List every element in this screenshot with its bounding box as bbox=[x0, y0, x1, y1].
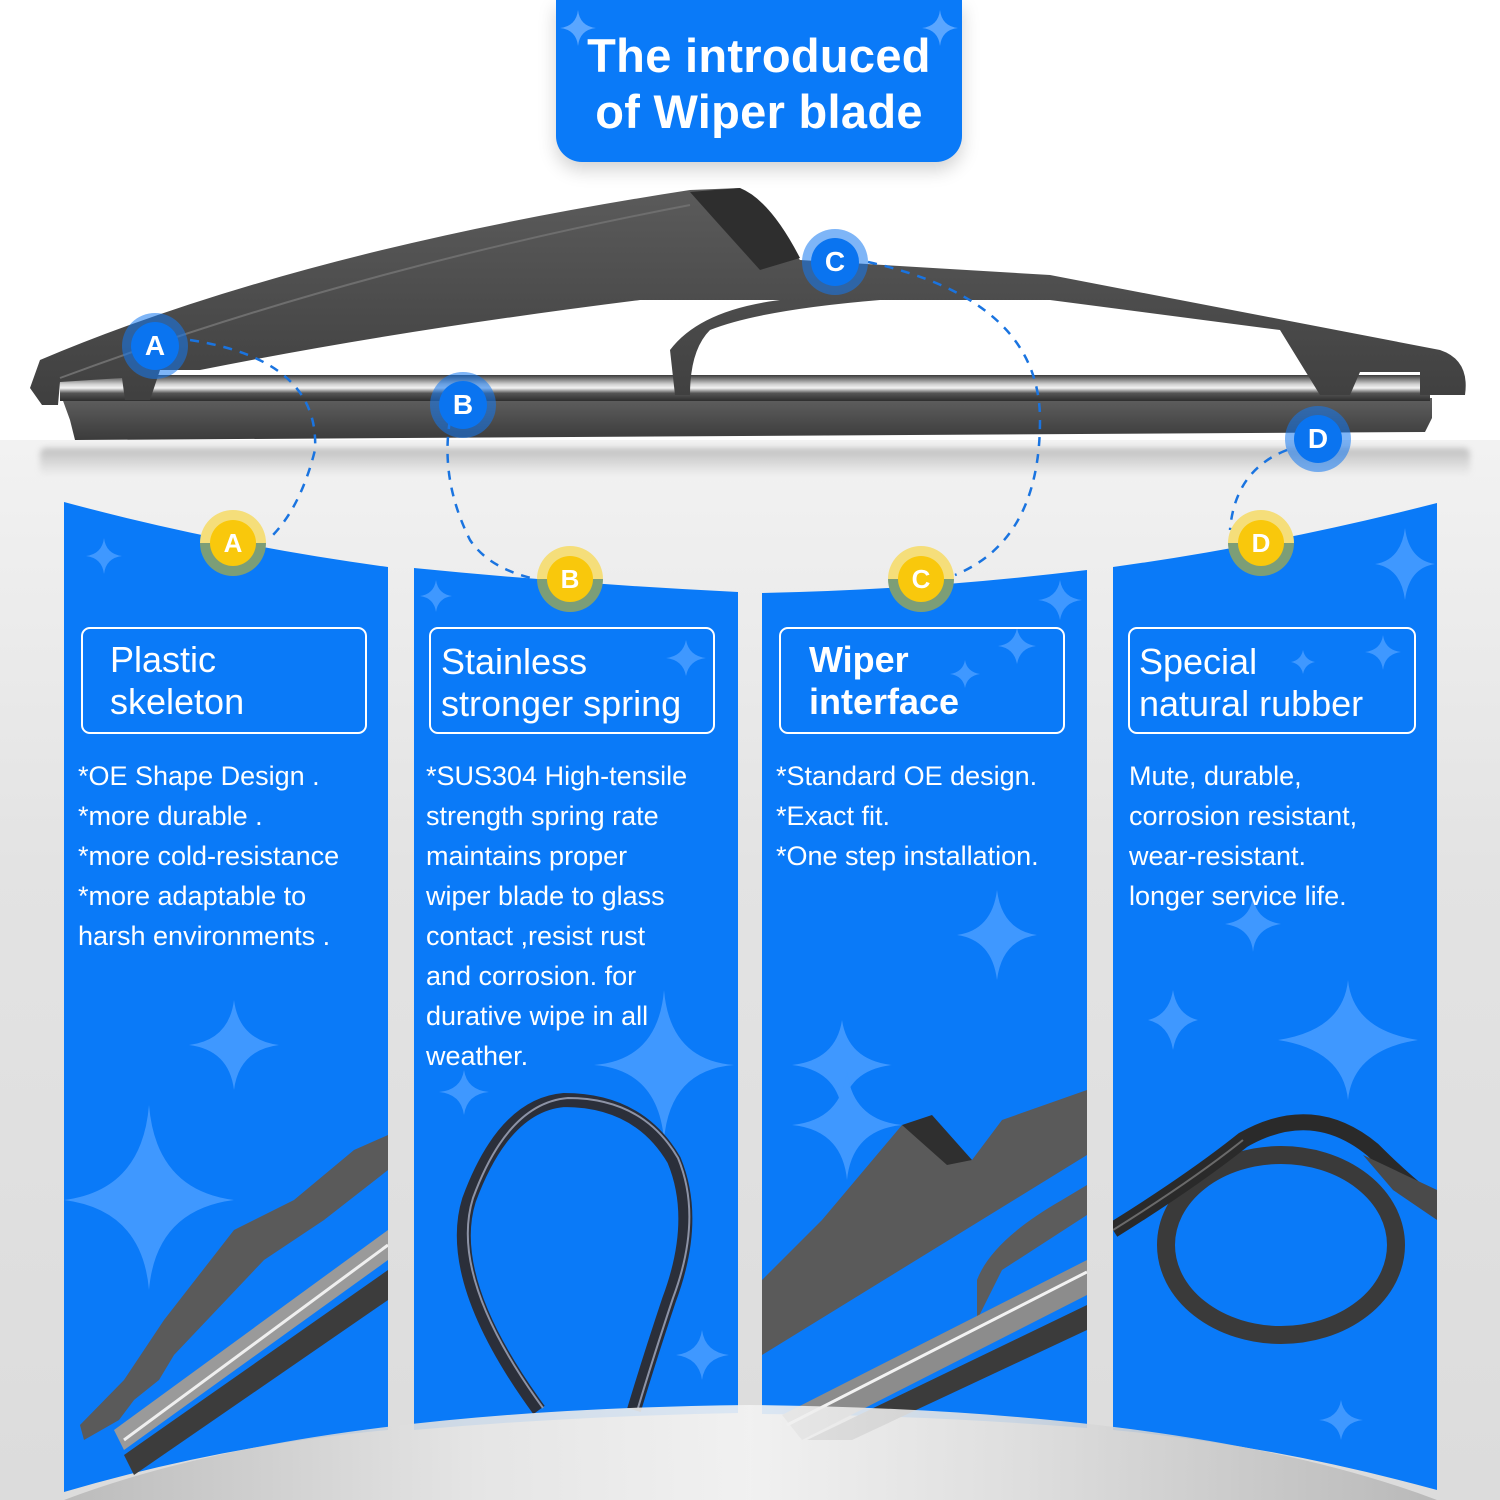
marker-label: B bbox=[547, 556, 593, 602]
panel-marker-d: D bbox=[1228, 510, 1294, 576]
marker-label: D bbox=[1238, 520, 1284, 566]
feature-panel-d: Special natural rubber Mute, durable, co… bbox=[1113, 500, 1437, 1495]
description-line: weather. bbox=[426, 1041, 529, 1071]
feature-title-line-1: Stainless bbox=[441, 641, 588, 682]
blade-marker-b: B bbox=[430, 372, 496, 438]
spring-loop-image bbox=[456, 1092, 693, 1415]
marker-label: B bbox=[439, 381, 487, 429]
feature-description: *Standard OE design. *Exact fit. *One st… bbox=[776, 756, 1039, 876]
marker-label: A bbox=[210, 520, 256, 566]
panel-marker-a: A bbox=[200, 510, 266, 576]
blade-closeup-image bbox=[80, 1135, 388, 1440]
sparkle-icon bbox=[560, 10, 596, 46]
rubber-knot-image bbox=[1157, 1146, 1405, 1344]
feature-title-box: Stainless stronger spring bbox=[429, 627, 715, 734]
panel-background bbox=[1113, 503, 1437, 1490]
feature-title-line-1: Plastic bbox=[110, 639, 217, 680]
description-line: *Standard OE design. bbox=[776, 761, 1038, 791]
header-badge: The introduced of Wiper blade bbox=[556, 0, 962, 162]
feature-title-line-1: Wiper bbox=[809, 639, 909, 680]
description-line: *OE Shape Design . bbox=[78, 761, 320, 791]
page-title-line-2: of Wiper blade bbox=[595, 85, 923, 138]
description-line: maintains proper bbox=[426, 841, 628, 871]
description-line: contact ,resist rust bbox=[426, 921, 646, 951]
blade-marker-a: A bbox=[122, 313, 188, 379]
feature-description: *SUS304 High-tensile strength spring rat… bbox=[426, 756, 687, 1076]
marker-label: D bbox=[1294, 415, 1342, 463]
feature-panel-c: Wiper interface *Standard OE design. *Ex… bbox=[762, 560, 1087, 1440]
description-line: wiper blade to glass bbox=[426, 881, 665, 911]
description-line: *One step installation. bbox=[776, 841, 1039, 871]
description-line: *SUS304 High-tensile bbox=[426, 761, 688, 791]
feature-title-line-1: Special bbox=[1139, 641, 1258, 682]
interface-closeup-image bbox=[762, 1090, 1087, 1355]
page-title-line-1: The introduced bbox=[587, 29, 931, 82]
wiper-blade-image bbox=[30, 188, 1466, 440]
feature-panel-a: Plastic skeleton *OE Shape Design . *mor… bbox=[64, 500, 388, 1495]
marker-label: A bbox=[131, 322, 179, 370]
marker-label: C bbox=[898, 556, 944, 602]
panel-marker-c: C bbox=[888, 546, 954, 612]
blade-marker-d: D bbox=[1285, 406, 1351, 472]
feature-title-box: Plastic skeleton bbox=[81, 627, 367, 734]
description-line: *more adaptable to bbox=[78, 881, 307, 911]
description-line: and corrosion. for bbox=[426, 961, 637, 991]
feature-panel-b: Stainless stronger spring *SUS304 High-t… bbox=[414, 560, 738, 1440]
feature-title-line-2: stronger spring bbox=[441, 683, 682, 724]
feature-title-line-2: interface bbox=[809, 681, 960, 722]
feature-title-box: Special natural rubber bbox=[1128, 627, 1416, 734]
description-line: wear-resistant. bbox=[1129, 841, 1307, 871]
description-line: corrosion resistant, bbox=[1129, 801, 1358, 831]
feature-title-line-2: skeleton bbox=[110, 681, 245, 722]
marker-label: C bbox=[811, 238, 859, 286]
description-line: harsh environments . bbox=[78, 921, 331, 951]
description-line: durative wipe in all bbox=[426, 1001, 649, 1031]
sparkle-icon bbox=[922, 10, 958, 46]
feature-description: *OE Shape Design . *more durable . *more… bbox=[78, 756, 339, 956]
description-line: *Exact fit. bbox=[776, 801, 891, 831]
description-line: *more cold-resistance bbox=[78, 841, 340, 871]
feature-description: Mute, durable, corrosion resistant, wear… bbox=[1129, 756, 1357, 916]
description-line: strength spring rate bbox=[426, 801, 659, 831]
description-line: *more durable . bbox=[78, 801, 263, 831]
panel-background bbox=[414, 568, 738, 1430]
panel-marker-b: B bbox=[537, 546, 603, 612]
blade-marker-c: C bbox=[802, 229, 868, 295]
description-line: longer service life. bbox=[1129, 881, 1347, 911]
panel-background bbox=[64, 502, 388, 1492]
feature-title-box: Wiper interface bbox=[779, 627, 1065, 734]
description-line: Mute, durable, bbox=[1129, 761, 1302, 791]
feature-title-line-2: natural rubber bbox=[1139, 683, 1364, 724]
